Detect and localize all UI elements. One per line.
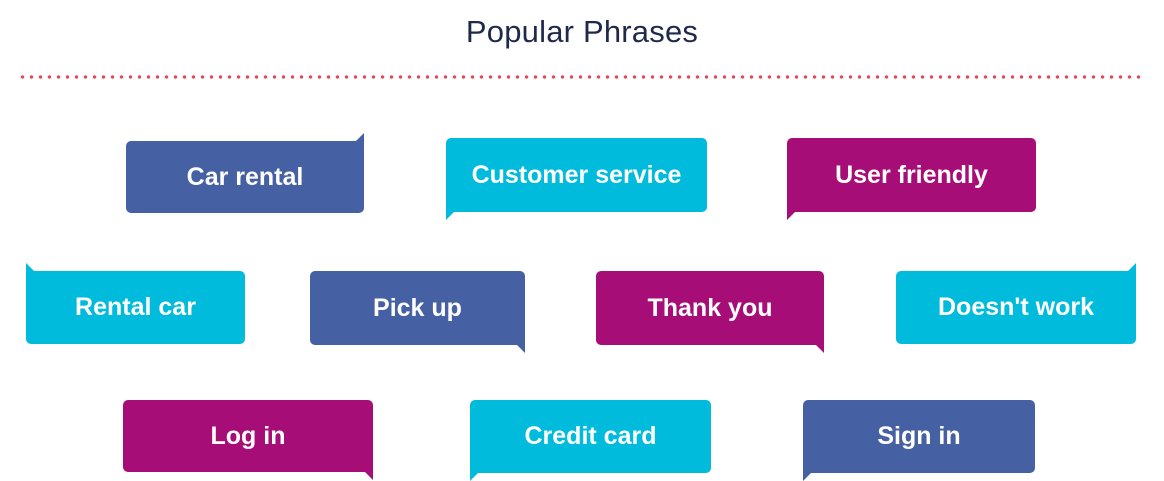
speech-bubble-tail xyxy=(808,337,824,353)
phrase-label: Rental car xyxy=(75,293,196,321)
phrase-label: Thank you xyxy=(647,293,773,322)
speech-bubble-customer-service: Customer service xyxy=(446,138,707,220)
speech-bubble-sign-in: Sign in xyxy=(803,400,1035,481)
phrase-label: Log in xyxy=(210,421,286,450)
phrase-label: Doesn't work xyxy=(938,293,1094,321)
speech-bubble-log-in: Log in xyxy=(123,400,373,480)
speech-bubble-tail xyxy=(348,133,364,149)
phrase-label: Credit card xyxy=(524,422,657,450)
page-title: Popular Phrases xyxy=(465,14,699,49)
speech-bubble-thank-you: Thank you xyxy=(596,271,824,353)
speech-bubble-tail xyxy=(446,204,462,220)
phrase-label: Car rental xyxy=(186,162,304,191)
speech-bubble-tail xyxy=(26,263,42,279)
phrase-label: Pick up xyxy=(373,293,462,322)
speech-bubble-tail xyxy=(357,464,373,480)
speech-bubble-pick-up: Pick up xyxy=(310,271,525,353)
phrase-label: User friendly xyxy=(835,160,988,189)
speech-bubble-tail xyxy=(470,465,486,481)
speech-bubble-doesnt-work: Doesn't work xyxy=(896,263,1136,344)
speech-bubble-tail xyxy=(803,465,819,481)
dotted-divider xyxy=(18,75,1144,79)
speech-bubble-tail xyxy=(1120,263,1136,279)
speech-bubble-car-rental: Car rental xyxy=(126,133,364,213)
speech-bubble-tail xyxy=(509,337,525,353)
speech-bubble-user-friendly: User friendly xyxy=(787,138,1036,220)
phrase-label: Sign in xyxy=(877,422,961,450)
phrase-label: Customer service xyxy=(471,160,682,189)
speech-bubble-credit-card: Credit card xyxy=(470,400,711,481)
speech-bubble-tail xyxy=(787,204,803,220)
speech-bubble-rental-car: Rental car xyxy=(26,263,245,344)
